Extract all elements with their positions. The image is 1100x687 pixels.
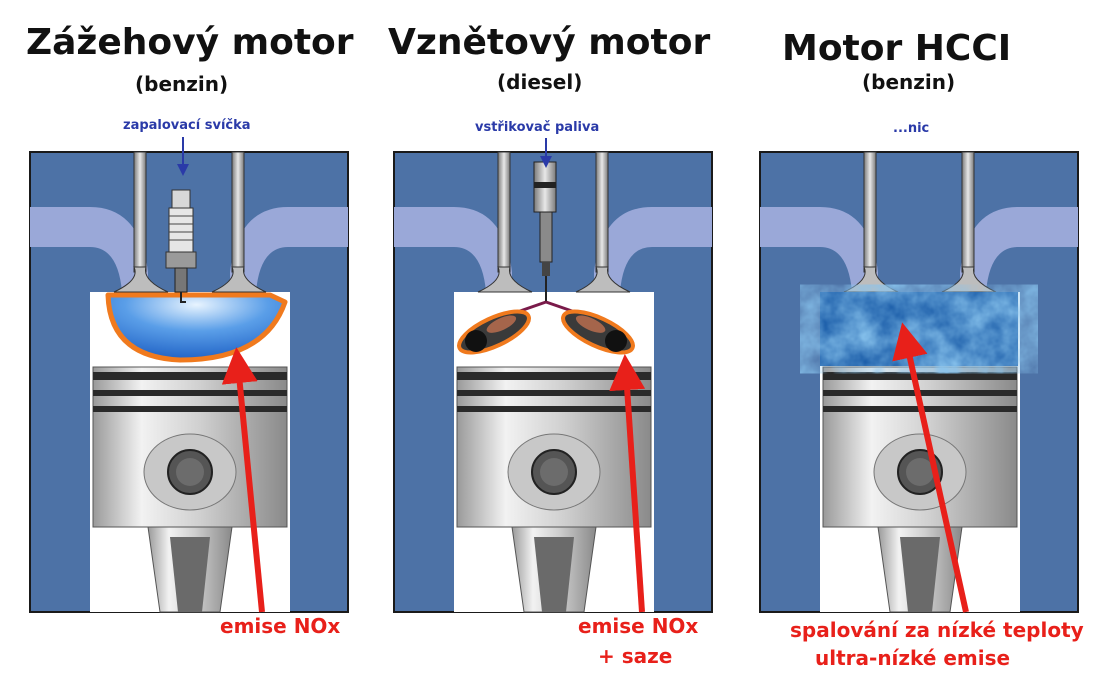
panel-1-emission: emise NOx <box>220 614 340 638</box>
hcci-engine <box>760 152 1078 612</box>
panel-2-emission-soot: + saze <box>598 644 672 668</box>
panel-2-emission: emise NOx <box>578 614 698 638</box>
panel-3-emission-ultra: ultra-nízké emise <box>815 646 1010 670</box>
panel-3-emission: spalování za nízké teploty <box>790 618 1084 642</box>
spark-engine <box>30 152 348 612</box>
diesel-engine <box>394 152 712 612</box>
